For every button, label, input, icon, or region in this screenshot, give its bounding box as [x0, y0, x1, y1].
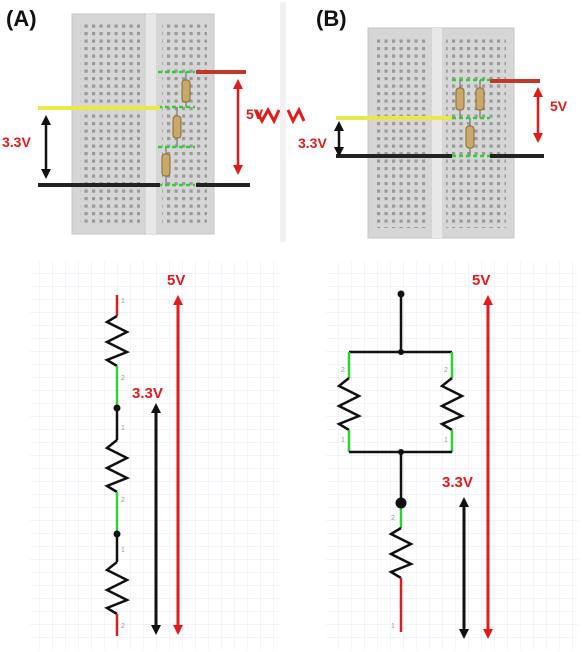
- panel-label-b: (B): [316, 6, 347, 31]
- panel-divider: [280, 2, 286, 242]
- panel-label-a: (A): [6, 6, 37, 31]
- resistors-b: [455, 80, 485, 156]
- pin-label-a-1: 1: [121, 298, 125, 305]
- breadboard-b: [367, 27, 515, 239]
- node-a1: [113, 404, 121, 412]
- schematic-a: [104, 295, 131, 636]
- label-5v-a: 5V: [246, 106, 264, 122]
- label-5v-b: 5V: [550, 98, 568, 114]
- label-3v3-schematic-b: 3.3V: [442, 474, 473, 491]
- pin-label-a-3: 1: [121, 425, 125, 432]
- pin-label-b-6: 1: [391, 623, 395, 630]
- pin-label-a-6: 2: [121, 623, 125, 630]
- broken-wire-b: [286, 106, 306, 125]
- resistors-a: [161, 72, 191, 185]
- node-b-top: [397, 290, 405, 298]
- pin-label-b-5: 2: [391, 515, 395, 522]
- pin-label-b-1: 2: [341, 367, 345, 374]
- label-3v3-a: 3.3V: [2, 134, 31, 150]
- label-3v3-schematic-a: 3.3V: [132, 385, 163, 402]
- pin-label-b-4: 1: [444, 437, 448, 444]
- pin-label-a-2: 2: [121, 375, 125, 382]
- node-b-upper: [398, 349, 404, 355]
- label-5v-schematic-b: 5V: [472, 272, 491, 289]
- node-b-3v3: [395, 497, 407, 509]
- label-3v3-b: 3.3V: [298, 135, 327, 151]
- broken-wire-a: [254, 106, 281, 125]
- pin-label-b-2: 1: [341, 437, 345, 444]
- pin-label-b-3: 2: [444, 367, 448, 374]
- node-a2: [113, 530, 121, 538]
- pin-labels-b: 2 1 2 1 2 1: [341, 367, 448, 630]
- pin-label-a-5: 1: [121, 547, 125, 554]
- label-5v-schematic-a: 5V: [167, 272, 186, 289]
- node-b-lower: [398, 449, 404, 455]
- green-wires-b: [452, 78, 490, 158]
- schematic-b-grid: [326, 262, 578, 650]
- pin-labels-a: 1 2 1 2 1 2: [121, 298, 125, 630]
- pin-label-a-4: 2: [121, 497, 125, 504]
- breadboard-a: [71, 13, 215, 235]
- green-wires-a: [158, 70, 195, 187]
